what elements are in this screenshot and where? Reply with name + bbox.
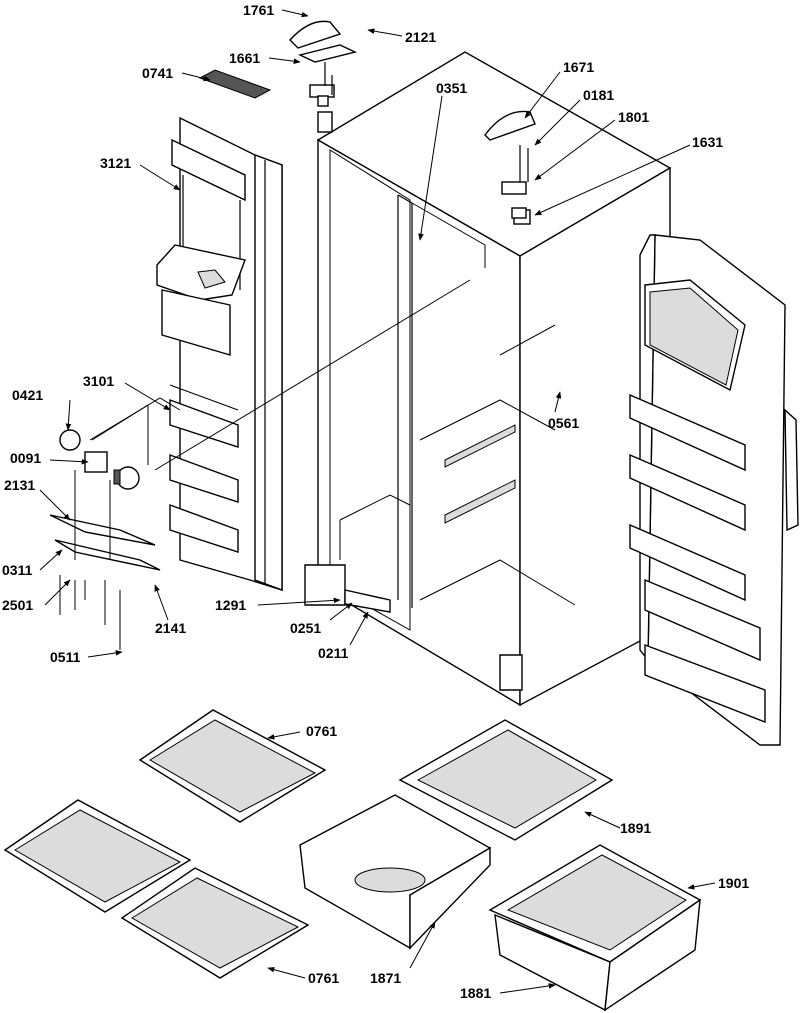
label-1801: 1801	[618, 109, 649, 125]
label-1871: 1871	[370, 970, 401, 986]
label-2121: 2121	[405, 29, 436, 45]
freezer-door	[156, 116, 283, 592]
leader-lines	[39, 9, 716, 994]
label-1881: 1881	[460, 985, 491, 1001]
label-1661: 1661	[229, 50, 260, 66]
label-0091: 0091	[10, 450, 41, 466]
label-0421: 0421	[12, 387, 43, 403]
label-1291: 1291	[215, 597, 246, 613]
label-0211: 0211	[318, 645, 349, 661]
label-0761-bottom: 0761	[308, 970, 339, 986]
crisper-drawers	[299, 719, 702, 1012]
glass-shelves	[3, 709, 327, 979]
label-0181: 0181	[583, 87, 614, 103]
light-assembly	[49, 279, 471, 650]
label-1761: 1761	[243, 2, 274, 18]
label-1671: 1671	[563, 59, 594, 75]
label-3101: 3101	[83, 373, 114, 389]
label-3121: 3121	[100, 155, 131, 171]
top-hinges	[198, 20, 536, 219]
label-0761-top: 0761	[306, 723, 337, 739]
label-2131: 2131	[4, 477, 35, 493]
part-labels: 1761 2121 1661 0741 1671 0351 0181 1801 …	[2, 2, 749, 1001]
cabinet	[304, 51, 672, 707]
label-0511: 0511	[50, 649, 81, 665]
label-1631: 1631	[692, 134, 723, 150]
label-1891: 1891	[620, 820, 651, 836]
label-0741: 0741	[142, 65, 173, 81]
label-0561: 0561	[548, 415, 579, 431]
fresh-food-door	[629, 234, 799, 746]
label-2501: 2501	[2, 597, 33, 613]
label-2141: 2141	[155, 620, 186, 636]
label-0351: 0351	[436, 80, 467, 96]
label-1901: 1901	[718, 875, 749, 891]
label-0251: 0251	[290, 620, 321, 636]
label-0311: 0311	[2, 562, 33, 578]
